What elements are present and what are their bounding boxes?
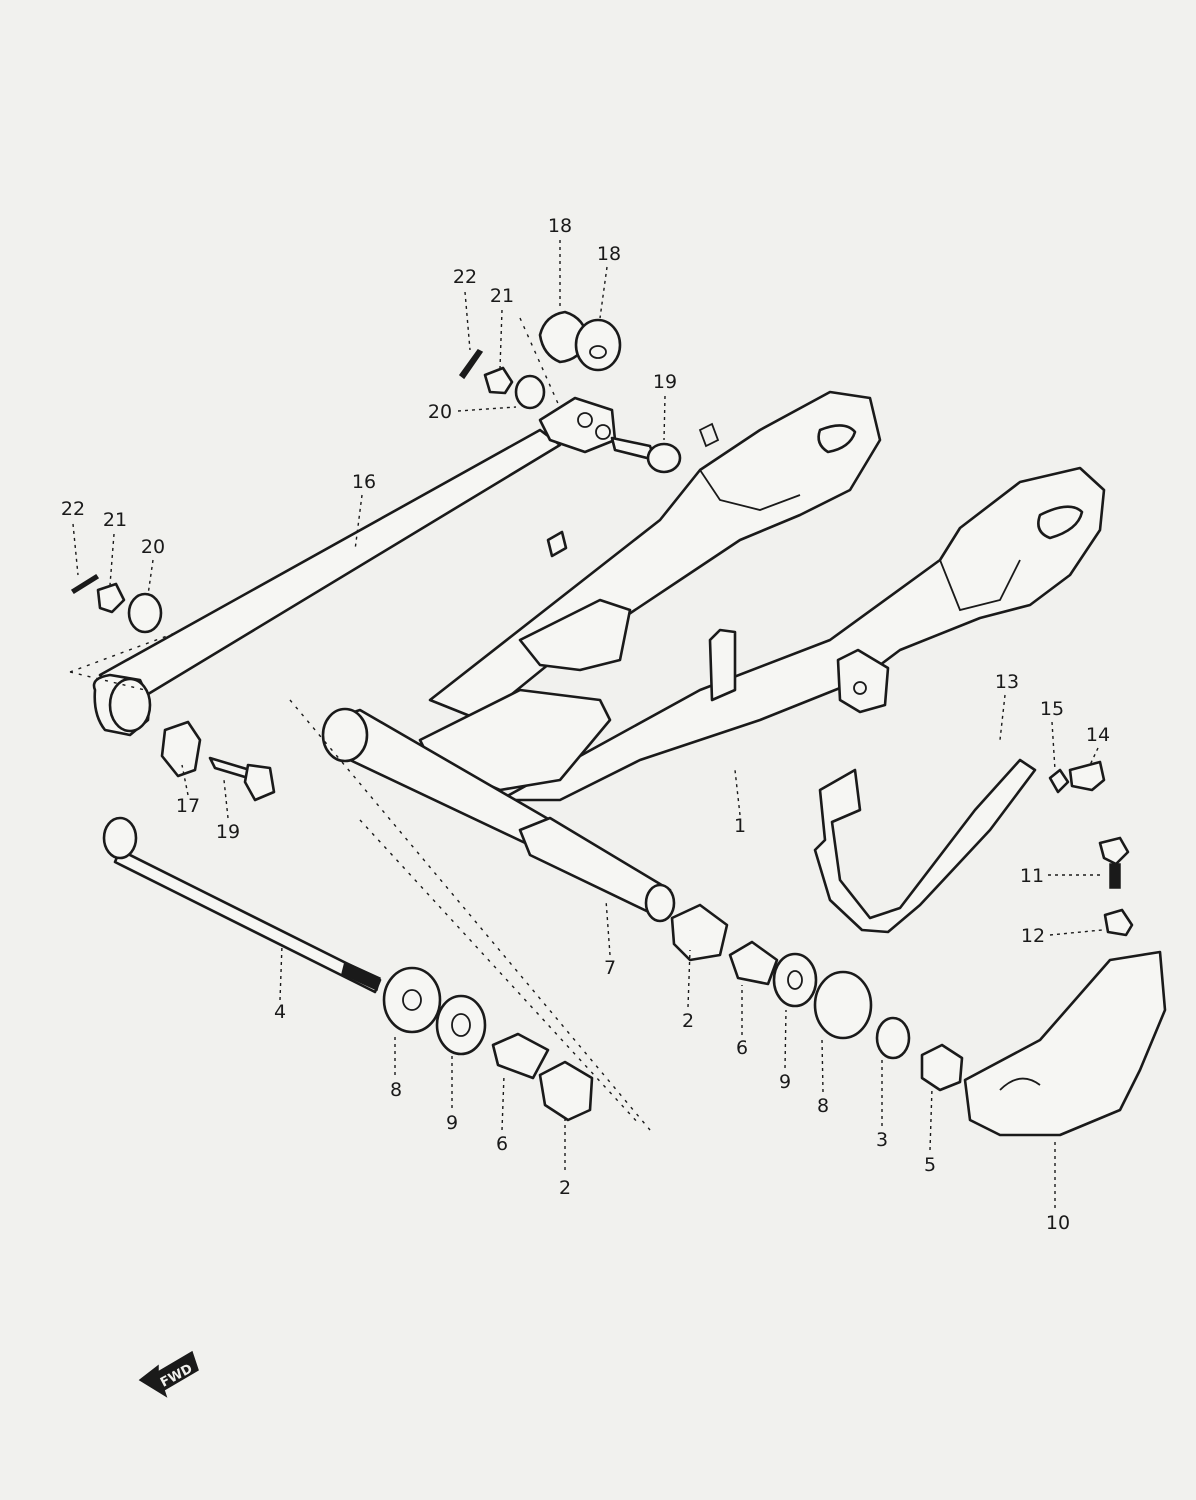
callout-9-b: 9 (446, 1112, 458, 1134)
callout-16: 16 (352, 471, 376, 493)
leader-lines (72, 240, 1103, 1208)
callout-18-b: 18 (597, 243, 621, 265)
lower-stack (382, 903, 964, 1122)
callout-17: 17 (176, 795, 200, 817)
callout-8-a: 8 (817, 1095, 829, 1117)
callout-18-a: 18 (548, 215, 572, 237)
callout-12: 12 (1021, 925, 1045, 947)
chain-guide-and-case (813, 758, 1167, 1137)
callout-19-b: 19 (216, 821, 240, 843)
callout-15: 15 (1040, 698, 1064, 720)
top-hardware (458, 310, 682, 474)
callout-11: 11 (1020, 865, 1044, 887)
callout-4: 4 (274, 1001, 286, 1023)
callout-6-b: 6 (496, 1133, 508, 1155)
swingarm (289, 390, 1106, 1131)
callout-22-b: 22 (61, 498, 85, 520)
callout-1: 1 (734, 815, 746, 837)
callout-3: 3 (876, 1129, 888, 1151)
callout-2-a: 2 (682, 1010, 694, 1032)
callout-5: 5 (924, 1154, 936, 1176)
callout-19-a: 19 (653, 371, 677, 393)
callout-13: 13 (995, 671, 1019, 693)
callout-14: 14 (1086, 724, 1110, 746)
callout-22-a: 22 (453, 266, 477, 288)
callout-6-a: 6 (736, 1037, 748, 1059)
callout-8-b: 8 (390, 1079, 402, 1101)
callout-labels: 18 18 22 21 19 20 16 22 21 20 13 15 14 1… (61, 215, 1110, 1234)
callout-20-b: 20 (141, 536, 165, 558)
callout-7: 7 (604, 957, 616, 979)
forward-direction-arrow: FWD (138, 1350, 199, 1398)
callout-10: 10 (1046, 1212, 1070, 1234)
callout-2-b: 2 (559, 1177, 571, 1199)
pivot-axle (102, 816, 382, 994)
left-hardware (70, 573, 276, 802)
torque-link-rod (69, 396, 617, 737)
callout-21-b: 21 (103, 509, 127, 531)
callout-21-a: 21 (490, 285, 514, 307)
callout-9-a: 9 (779, 1071, 791, 1093)
callout-20-a: 20 (428, 401, 452, 423)
